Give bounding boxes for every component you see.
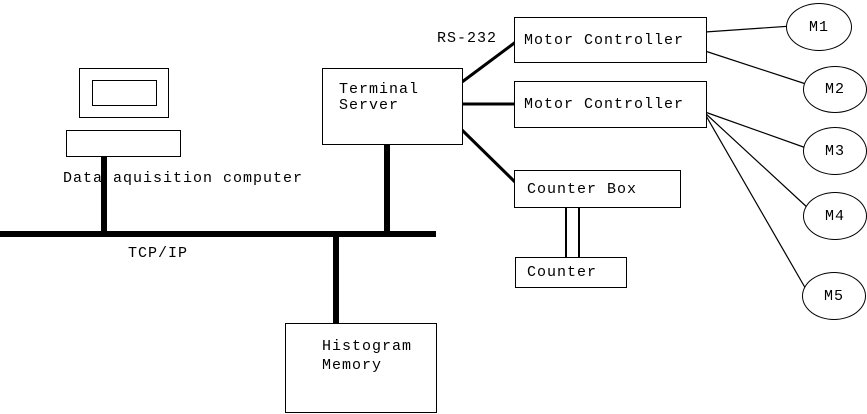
motor-m2-label: M2 [824, 81, 845, 98]
motor-m3-label: M3 [824, 142, 845, 160]
data-acquisition-computer-label: Data aquisition computer [63, 170, 304, 187]
terminal-server-node: Terminal Server [322, 68, 463, 145]
motor-m4-label: M4 [824, 207, 845, 225]
counter-label: Counter [527, 264, 598, 281]
motor-m5-node: M5 [802, 272, 866, 320]
terminal-server-counterbox-link [460, 128, 519, 186]
motor-controller-1-node: Motor Controller [514, 17, 707, 63]
motor-m4-node: M4 [803, 192, 867, 240]
terminal-server-mc1-link [461, 39, 518, 84]
motor-m5-label: M5 [823, 287, 844, 305]
tcp-ip-bus-label: TCP/IP [128, 245, 189, 262]
counter-box-node: Counter Box [514, 170, 681, 208]
counter-box-label: Counter Box [527, 180, 638, 198]
motor-m1-node: M1 [786, 3, 852, 51]
mc1-m1-link [704, 25, 793, 33]
mc2-m5-link [704, 113, 808, 292]
histogram-memory-label-line1: Histogram [322, 338, 413, 355]
motor-m1-label: M1 [808, 18, 829, 36]
motor-controller-2-node: Motor Controller [514, 81, 707, 128]
motor-controller-1-label: Motor Controller [524, 31, 685, 49]
mc2-m4-link [704, 112, 810, 210]
mc2-m3-link [704, 111, 810, 150]
motor-controller-2-label: Motor Controller [524, 96, 685, 113]
rs-232-label: RS-232 [437, 30, 498, 47]
motor-m3-node: M3 [803, 127, 867, 175]
histogram-memory-node: Histogram Memory [285, 323, 437, 413]
counter-node: Counter [515, 257, 627, 288]
computer-keyboard-icon [66, 130, 181, 157]
histogram-memory-label-line2: Memory [322, 357, 383, 374]
motor-m2-node: M2 [803, 66, 867, 113]
terminal-server-label-line2: Server [339, 97, 400, 114]
mc1-m2-link [704, 50, 810, 86]
terminal-server-label-line1: Terminal [339, 81, 420, 98]
computer-screen-icon [92, 80, 157, 106]
